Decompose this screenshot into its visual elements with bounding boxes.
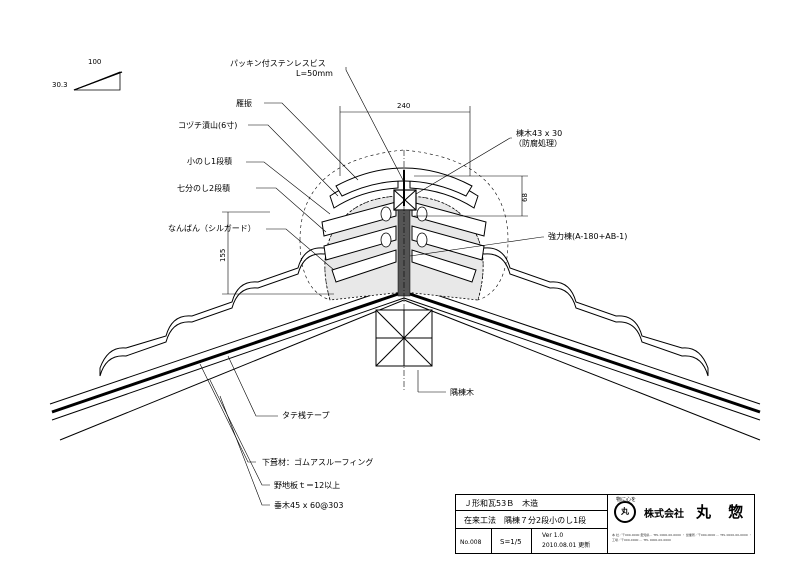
company-slogan: 物に心を bbox=[616, 497, 637, 503]
label-ganburi: 雁振 bbox=[236, 98, 252, 108]
label-nanban: なんばん（シルガード） bbox=[168, 223, 256, 233]
label-noji: 野地板ｔ＝12以上 bbox=[274, 480, 340, 490]
slope-marker: 100 30.3 bbox=[52, 58, 123, 91]
company-block: 物に心を 丸 株式会社 丸 惣 本 社／〒000-0000 愛知県… TEL 0… bbox=[608, 495, 754, 553]
label-kyoryoku: 強力棟(A-180+AB-1) bbox=[548, 231, 627, 241]
slope-run-text: 100 bbox=[88, 58, 101, 66]
dim-width-240: 240 bbox=[397, 102, 410, 110]
label-munagi-note: （防腐処理） bbox=[514, 138, 562, 148]
dim-height-68: 68 bbox=[521, 193, 529, 202]
company-name: 丸 惣 bbox=[696, 503, 750, 521]
label-shichibu: 七分のし2段積 bbox=[177, 183, 230, 193]
label-kozuchi: コヅチ漬山(6寸) bbox=[178, 120, 237, 130]
label-screw-length: L=50mm bbox=[296, 69, 333, 78]
ganburi-tile bbox=[335, 167, 473, 197]
label-tate: タテ桟テープ bbox=[282, 410, 330, 420]
company-logo: 丸 bbox=[614, 501, 636, 523]
company-prefix: 株式会社 bbox=[644, 509, 684, 520]
roof-structure bbox=[49, 283, 761, 441]
company-address: 本 社／〒000-0000 愛知県… TEL 0000-00-0000 ・ 営業… bbox=[612, 533, 752, 542]
label-taruki: 垂木45 x 60@303 bbox=[274, 500, 343, 510]
drawing-number: No.008 bbox=[456, 529, 492, 553]
noshi-tiles-left bbox=[321, 175, 399, 283]
noshi-tiles-right bbox=[409, 175, 487, 283]
label-munagi: 棟木43 x 30 bbox=[516, 128, 562, 138]
drawing-version: Ver 1.0 bbox=[542, 532, 564, 539]
drawing-version-date: Ver 1.0 2010.08.01 更新 bbox=[532, 529, 608, 553]
label-shitabuki: 下葺材：ゴムアスルーフィング bbox=[262, 457, 373, 467]
tile-spacers bbox=[380, 206, 428, 248]
title-row-1: Ｊ形和瓦53Ｂ 木造 bbox=[456, 495, 608, 511]
label-sumimunagi: 隅棟木 bbox=[450, 387, 474, 397]
leader-lines bbox=[199, 67, 544, 506]
drawing-date: 2010.08.01 更新 bbox=[542, 542, 591, 549]
title-row-2: 在来工法 隅棟７分2段小のし1段 bbox=[456, 511, 608, 529]
label-screw: パッキン付ステンレスビス bbox=[230, 58, 326, 68]
dim-height-155: 155 bbox=[219, 249, 227, 262]
slope-rise-text: 30.3 bbox=[52, 81, 68, 89]
drawing-scale: S=1/5 bbox=[492, 529, 532, 553]
label-konoshi: 小のし1段積 bbox=[187, 156, 232, 166]
title-block: Ｊ形和瓦53Ｂ 木造 在来工法 隅棟７分2段小のし1段 No.008 S=1/5… bbox=[455, 494, 755, 554]
dimension-lines bbox=[222, 106, 528, 295]
